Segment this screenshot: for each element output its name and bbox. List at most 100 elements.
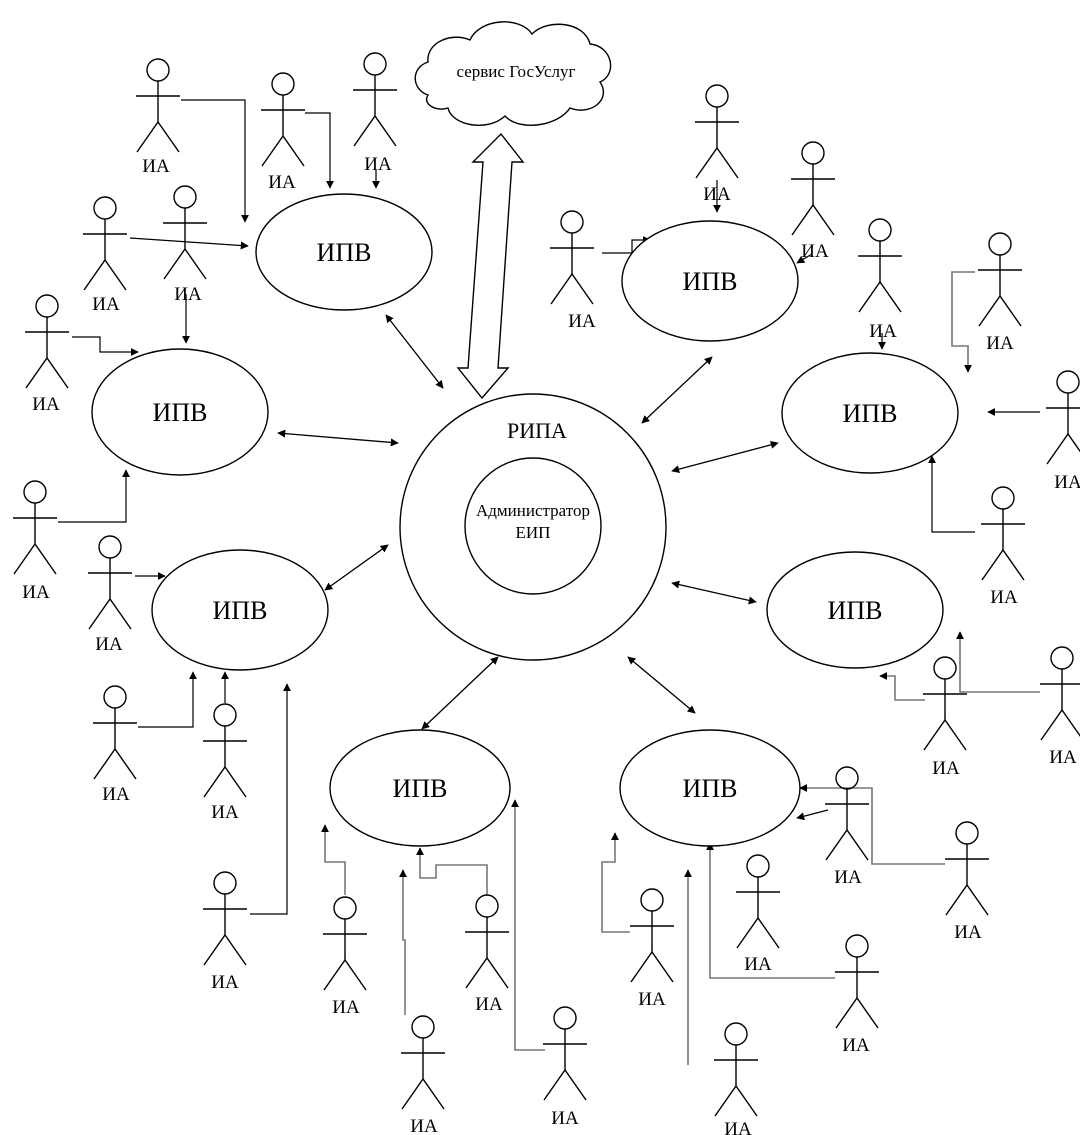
ipv-node: ИПВ — [255, 193, 433, 311]
ia-actor: ИА — [858, 218, 902, 342]
actor-label: ИА — [551, 1108, 579, 1129]
actor-label: ИА — [174, 284, 202, 305]
actor-head — [955, 821, 979, 845]
ia-actor: ИА — [136, 58, 180, 177]
ipv-label: ИПВ — [393, 774, 448, 803]
ia-actor: ИА — [543, 1006, 587, 1129]
actor-label: ИА — [744, 954, 772, 975]
actor-label: ИА — [724, 1119, 752, 1135]
ia-actor: ИА — [630, 888, 674, 1010]
actor-legs — [550, 272, 594, 305]
ripa-ipv-arrow — [671, 440, 779, 474]
actor-legs — [401, 1077, 445, 1110]
actor-label: ИА — [410, 1116, 438, 1135]
actor-legs — [88, 597, 132, 630]
actor-head — [213, 871, 237, 895]
ia-actor: ИА — [401, 1015, 445, 1135]
ripa-ipv-arrow — [627, 656, 696, 714]
ripa-ipv-arrow — [641, 356, 713, 424]
actor-connector — [956, 631, 1040, 693]
ia-actor: ИА — [93, 685, 137, 805]
ipv-node: ИПВ — [619, 729, 801, 847]
actor-label: ИА — [869, 321, 897, 342]
ipv-ellipse — [619, 729, 801, 847]
ia-actor: ИА — [835, 934, 879, 1056]
actor-label: ИА — [22, 582, 50, 603]
ia-actors: ИА ИА ИА ИА ИА ИА ИА ИА ИА ИА ИА ИА ИА ИА ИА ИА ИА ИА ИА ИА… — [13, 52, 1080, 1135]
actor-head — [93, 196, 117, 220]
actor-legs — [13, 542, 57, 575]
ripa-ipv-arrow — [277, 429, 399, 447]
actor-legs — [858, 280, 902, 313]
ia-actor: ИА — [825, 766, 869, 888]
actor-head — [475, 894, 499, 918]
ia-actor: ИА — [261, 72, 305, 193]
actor-label: ИА — [142, 156, 170, 177]
ripa-ipv-arrow — [671, 580, 757, 605]
ipv-label: ИПВ — [317, 238, 372, 267]
ia-actor: ИА — [465, 894, 509, 1015]
ia-actor: ИА — [945, 821, 989, 943]
actor-head — [724, 1022, 748, 1046]
actor-connector — [951, 271, 975, 373]
actor-legs — [736, 916, 780, 949]
actor-head — [411, 1015, 435, 1039]
actor-head — [98, 535, 122, 559]
actor-head — [553, 1006, 577, 1030]
actor-label: ИА — [986, 333, 1014, 354]
actor-connector — [250, 683, 291, 915]
actor-label: ИА — [211, 802, 239, 823]
actor-connector — [138, 671, 197, 728]
ia-actor: ИА — [203, 703, 247, 823]
actor-label: ИА — [1054, 472, 1080, 493]
cloud-label: сервис ГосУслуг — [456, 62, 575, 81]
actor-head — [705, 84, 729, 108]
ipv-label: ИПВ — [683, 774, 738, 803]
actor-label: ИА — [990, 587, 1018, 608]
ia-actor: ИА — [13, 480, 57, 603]
actor-legs — [163, 247, 207, 280]
actor-head — [933, 656, 957, 680]
actor-legs — [835, 996, 879, 1029]
actor-label: ИА — [834, 867, 862, 888]
actor-label: ИА — [211, 972, 239, 993]
actor-label: ИА — [268, 172, 296, 193]
actor-legs — [25, 356, 69, 389]
actor-connector — [879, 672, 925, 701]
ipv-ellipse — [255, 193, 433, 311]
actor-legs — [1040, 708, 1080, 741]
actor-label: ИА — [568, 311, 596, 332]
actor-label: ИА — [102, 784, 130, 805]
actor-head — [103, 685, 127, 709]
actor-legs — [93, 747, 137, 780]
ripa-label: РИПА — [507, 418, 567, 443]
actor-legs — [203, 765, 247, 798]
actor-connector — [72, 336, 139, 356]
actor-head — [801, 141, 825, 165]
actor-legs — [714, 1084, 758, 1117]
actor-connector — [928, 455, 975, 533]
actor-label: ИА — [703, 184, 731, 205]
ipv-node: ИПВ — [91, 348, 269, 476]
actor-label: ИА — [932, 758, 960, 779]
admin-eip-circle — [464, 457, 602, 595]
actor-head — [988, 232, 1012, 256]
actor-label: ИА — [1049, 747, 1077, 768]
actor-legs — [261, 134, 305, 167]
actor-legs — [323, 958, 367, 991]
ipv-label: ИПВ — [213, 596, 268, 625]
actor-head — [1050, 646, 1074, 670]
actor-label: ИА — [364, 154, 392, 175]
gosuslugi-cloud: сервис ГосУслуг — [414, 21, 612, 126]
ipv-ellipse — [91, 348, 269, 476]
ia-actor: ИА — [791, 141, 835, 262]
actor-legs — [945, 883, 989, 916]
ia-actor: ИА — [88, 535, 132, 655]
actor-head — [333, 896, 357, 920]
actor-head — [271, 72, 295, 96]
actor-label: ИА — [842, 1035, 870, 1056]
ipv-ellipse — [151, 549, 329, 671]
actor-head — [173, 185, 197, 209]
